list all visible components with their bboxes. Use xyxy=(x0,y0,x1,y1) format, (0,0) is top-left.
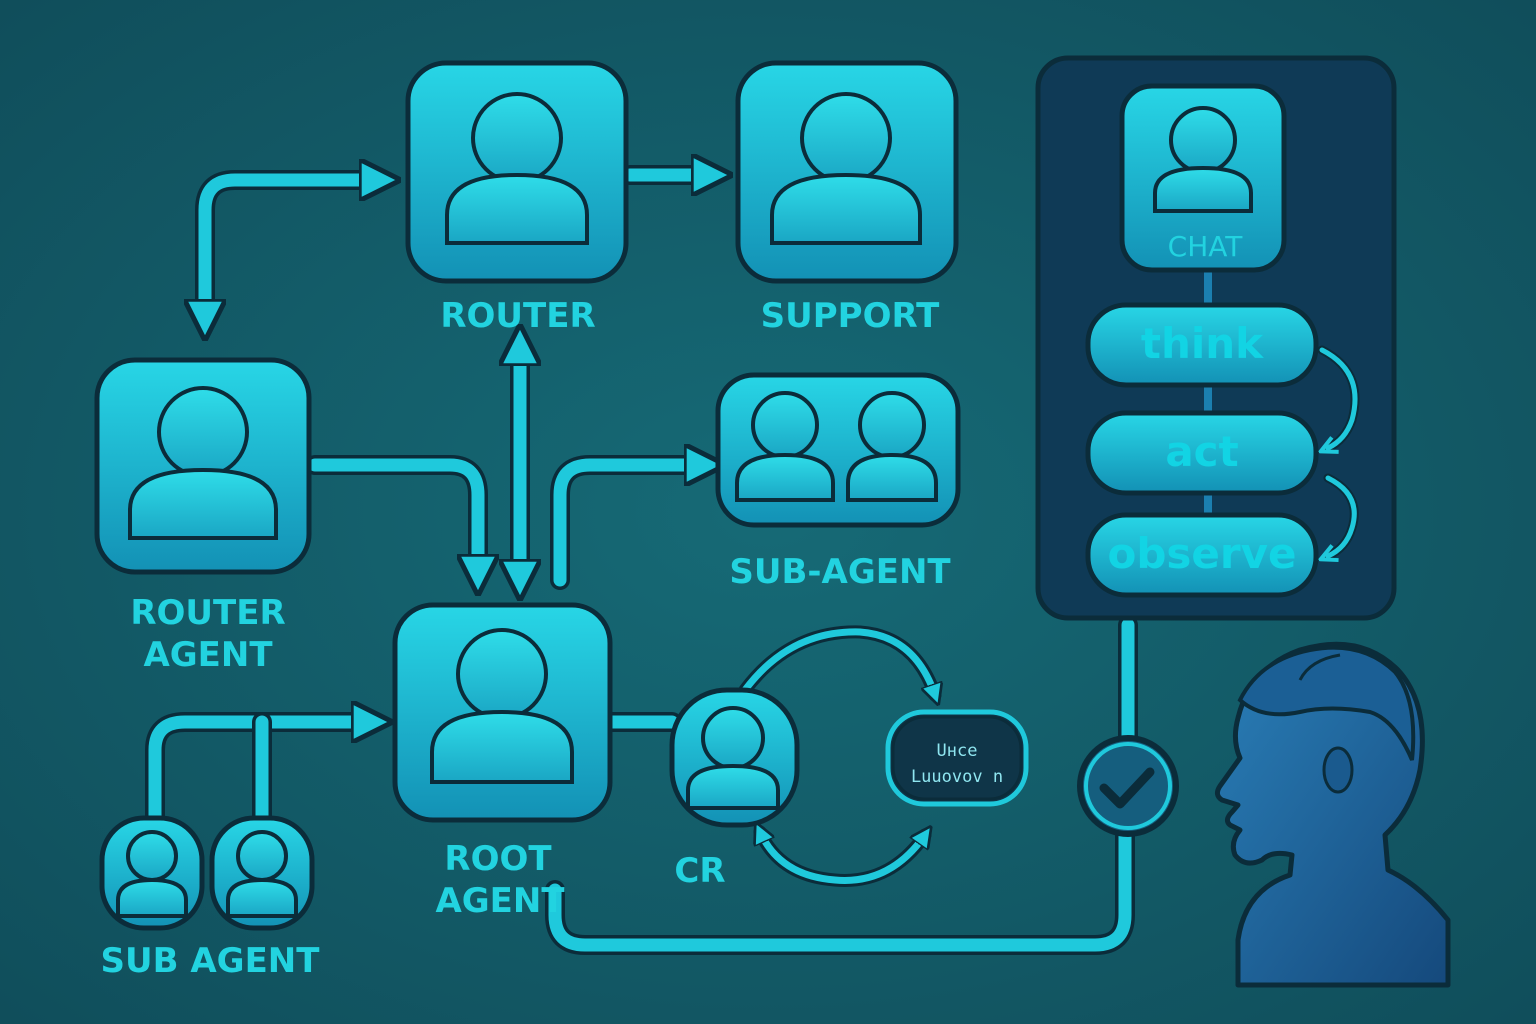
node-sub-agent-top[interactable]: SUB-AGENT xyxy=(715,372,961,592)
step-observe-label: observe xyxy=(1108,529,1297,578)
chat-panel: CHAT think act observe xyxy=(1035,55,1397,621)
user-icon xyxy=(430,628,574,784)
approval-check[interactable] xyxy=(1077,735,1179,837)
chat-label: CHAT xyxy=(1168,230,1244,263)
sub-agent-bottom-label: SUB AGENT xyxy=(101,941,321,981)
user-icon xyxy=(445,92,589,245)
node-unknown-box[interactable]: Uнce Luuovov n xyxy=(885,709,1029,807)
sub-agent-top-label: SUB-AGENT xyxy=(729,552,951,592)
loop-arrows xyxy=(1322,345,1360,556)
node-router-agent[interactable]: ROUTER AGENT xyxy=(94,357,312,675)
cr-label: CR xyxy=(674,851,725,891)
root-agent-label-line1: ROOT xyxy=(444,839,552,879)
check-icon xyxy=(1099,767,1155,809)
unknown-box-line1: Uнce xyxy=(937,741,978,761)
human-profile-icon xyxy=(1214,641,1451,988)
step-act-label: act xyxy=(1165,427,1238,476)
step-observe[interactable]: observe xyxy=(1085,512,1319,598)
unknown-box-line2: Luuovov n xyxy=(911,767,1003,787)
node-support[interactable]: SUPPORT xyxy=(735,60,959,336)
user-icon xyxy=(770,92,922,245)
node-sub-agent-bottom[interactable]: SUB AGENT xyxy=(99,815,321,981)
step-think[interactable]: think xyxy=(1085,302,1319,388)
root-agent-label-line2: AGENT xyxy=(435,881,565,921)
user-icon xyxy=(128,386,278,540)
node-cr[interactable]: CR xyxy=(669,687,800,891)
user-icon xyxy=(226,830,298,918)
user-icon xyxy=(116,830,188,918)
chat-card[interactable]: CHAT xyxy=(1119,83,1287,273)
router-agent-label-line1: ROUTER xyxy=(130,593,285,633)
node-root-agent[interactable]: ROOT AGENT xyxy=(392,602,613,921)
node-router[interactable]: ROUTER xyxy=(405,60,629,336)
user-icon xyxy=(1153,106,1253,213)
step-act[interactable]: act xyxy=(1085,410,1319,496)
user-icon xyxy=(686,706,780,810)
step-think-label: think xyxy=(1141,319,1264,368)
support-label: SUPPORT xyxy=(761,296,940,336)
router-agent-label-line2: AGENT xyxy=(143,635,273,675)
connectors xyxy=(145,175,1138,955)
user-group-icon xyxy=(735,391,938,502)
router-label: ROUTER xyxy=(440,296,595,336)
